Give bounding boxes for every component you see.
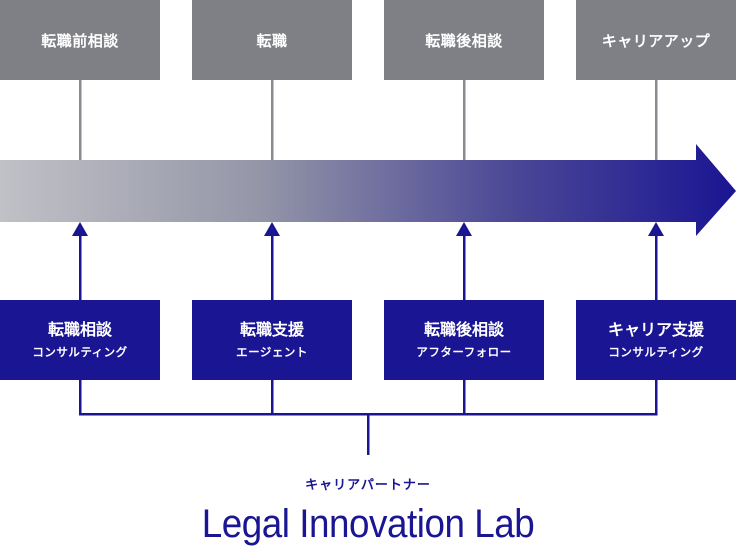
phase-box-post-consultation: 転職後相談 — [384, 0, 544, 80]
phase-label: 転職後相談 — [425, 31, 503, 50]
phase-connector — [271, 80, 274, 160]
phase-box-pre-consultation: 転職前相談 — [0, 0, 160, 80]
service-box-after-follow: 転職後相談 アフターフォロー — [384, 300, 544, 380]
service-subtitle: エージェント — [236, 345, 308, 359]
service-box-consulting: 転職相談 コンサルティング — [0, 300, 160, 380]
phase-connector — [79, 80, 82, 160]
phase-label: キャリアアップ — [601, 31, 711, 50]
timeline-arrow — [0, 144, 736, 236]
up-arrow — [648, 222, 664, 300]
phase-label: 転職前相談 — [41, 31, 119, 50]
up-arrow — [264, 222, 280, 300]
service-title: キャリア支援 — [607, 320, 704, 339]
phase-connector — [463, 80, 466, 160]
service-title: 転職支援 — [239, 320, 304, 339]
phase-box-career-up: キャリアアップ — [576, 0, 736, 80]
service-bracket — [79, 380, 658, 455]
service-subtitle: コンサルティング — [608, 345, 704, 359]
service-title: 転職相談 — [47, 320, 112, 339]
up-arrow — [456, 222, 472, 300]
service-box-agent: 転職支援 エージェント — [192, 300, 352, 380]
service-subtitle: アフターフォロー — [416, 345, 512, 359]
phase-connector — [655, 80, 658, 160]
phase-box-job-change: 転職 — [192, 0, 352, 80]
service-title: 転職後相談 — [423, 320, 504, 339]
service-subtitle: コンサルティング — [32, 345, 128, 359]
phase-label: 転職 — [256, 31, 288, 50]
brand-logo-text: Legal Innovation Lab — [201, 502, 535, 546]
service-box-career-support: キャリア支援 コンサルティング — [576, 300, 736, 380]
up-arrow — [72, 222, 88, 300]
partner-tagline: キャリアパートナー — [305, 478, 431, 493]
